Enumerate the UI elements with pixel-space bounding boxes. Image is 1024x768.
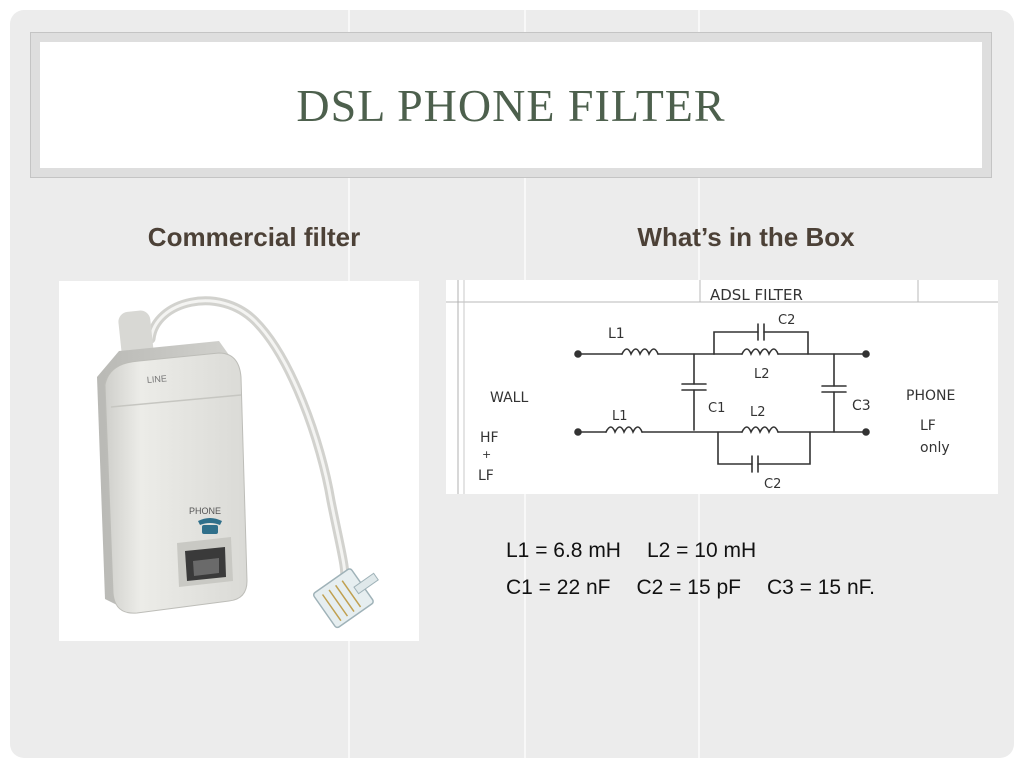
line-label: LINE xyxy=(146,373,167,385)
label-lf-only: LF xyxy=(920,418,936,434)
title-box: DSL PHONE FILTER xyxy=(40,42,982,168)
schematic-drawing: ADSL FILTER xyxy=(446,280,998,494)
value-l2: L2 = 10 mH xyxy=(646,539,757,562)
filter-schematic: ADSL FILTER xyxy=(446,280,998,494)
title-frame: DSL PHONE FILTER xyxy=(30,32,992,178)
value-c1: C1 = 22 nF xyxy=(506,576,611,599)
inductor-l2-top xyxy=(741,348,779,356)
label-c2-bottom: C2 xyxy=(764,477,781,492)
label-hf: HF xyxy=(480,430,499,446)
inductor-l1-bottom xyxy=(605,426,643,434)
telephone-icon xyxy=(198,518,222,534)
label-lf: LF xyxy=(478,468,494,484)
inductor-l2-bottom xyxy=(741,426,779,434)
value-c2: C2 = 15 pF xyxy=(636,576,741,599)
label-l2-top: L2 xyxy=(754,367,770,382)
left-heading: Commercial filter xyxy=(147,222,361,252)
right-heading: What’s in the Box xyxy=(637,222,855,252)
label-c2-top: C2 xyxy=(778,313,795,328)
label-plus: + xyxy=(482,448,491,461)
inductor-values-row: L1 = 6.8 mH L2 = 10 mH xyxy=(506,532,901,569)
value-c3: C3 = 15 nF. xyxy=(766,576,875,599)
component-values: L1 = 6.8 mH L2 = 10 mH C1 = 22 nF C2 = 15 … xyxy=(506,532,901,606)
slide-title: DSL PHONE FILTER xyxy=(296,79,726,131)
value-l1: L1 = 6.8 mH xyxy=(506,539,621,562)
label-c3: C3 xyxy=(852,398,871,414)
label-c1: C1 xyxy=(708,401,725,416)
inductor-l1-top xyxy=(621,348,659,356)
dsl-filter-illustration: LINE PHONE xyxy=(97,296,379,629)
label-l1-bottom: L1 xyxy=(612,409,628,424)
rj11-plug xyxy=(312,568,379,629)
label-wall: WALL xyxy=(490,390,528,406)
label-phone: PHONE xyxy=(906,388,955,404)
label-l2-bottom: L2 xyxy=(750,405,766,420)
label-l1-top: L1 xyxy=(608,326,625,342)
capacitor-values-row: C1 = 22 nF C2 = 15 pF C3 = 15 nF. xyxy=(506,569,901,606)
slide: DSL PHONE FILTER Commercial filter What’… xyxy=(10,10,1014,758)
filter-photo: LINE PHONE xyxy=(59,281,419,641)
schematic-header: ADSL FILTER xyxy=(710,286,803,304)
phone-label: PHONE xyxy=(189,506,221,516)
label-only: only xyxy=(920,440,950,456)
